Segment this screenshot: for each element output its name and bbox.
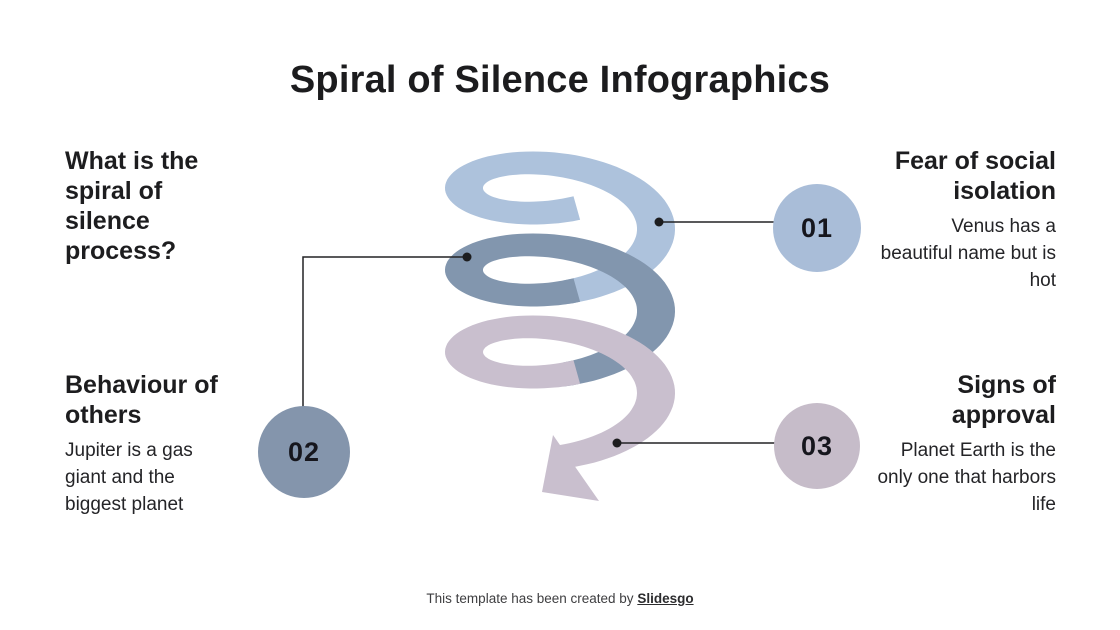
connector-dot-01 <box>654 217 664 227</box>
connector-dot-02 <box>462 252 472 262</box>
step-3-body: Planet Earth is the only one that harbor… <box>877 440 1056 515</box>
step-2-heading: Behaviour of others <box>65 371 218 429</box>
step-2-block: Behaviour of others Jupiter is a gas gia… <box>65 370 240 518</box>
spiral-turn-3 <box>445 315 675 470</box>
slide-title: Spiral of Silence Infographics <box>289 59 831 101</box>
connector-dot-03 <box>612 438 622 448</box>
step-3-block: Signs of approval Planet Earth is the on… <box>871 370 1056 518</box>
footer-credit-text: This template has been created by <box>426 591 634 606</box>
step-1-heading: Fear of social isolation <box>894 147 1056 205</box>
step-badge-02: 02 <box>258 406 350 498</box>
spiral-arrow-head <box>542 435 599 501</box>
slidesgo-link[interactable]: Slidesgo <box>637 591 694 606</box>
step-badge-03: 03 <box>774 403 860 489</box>
footer-credit: This template has been created by Slides… <box>0 591 1120 606</box>
question-heading: What is the spiral of silence process? <box>65 147 199 265</box>
question-block: What is the spiral of silence process? <box>65 146 225 266</box>
connector-line-02 <box>302 256 467 407</box>
step-3-heading: Signs of approval <box>951 371 1056 429</box>
step-1-body: Venus has a beautiful name but is hot <box>880 216 1056 291</box>
step-2-body: Jupiter is a gas giant and the biggest p… <box>65 440 193 515</box>
step-badge-01: 01 <box>773 184 861 272</box>
step-1-block: Fear of social isolation Venus has a bea… <box>861 146 1056 294</box>
